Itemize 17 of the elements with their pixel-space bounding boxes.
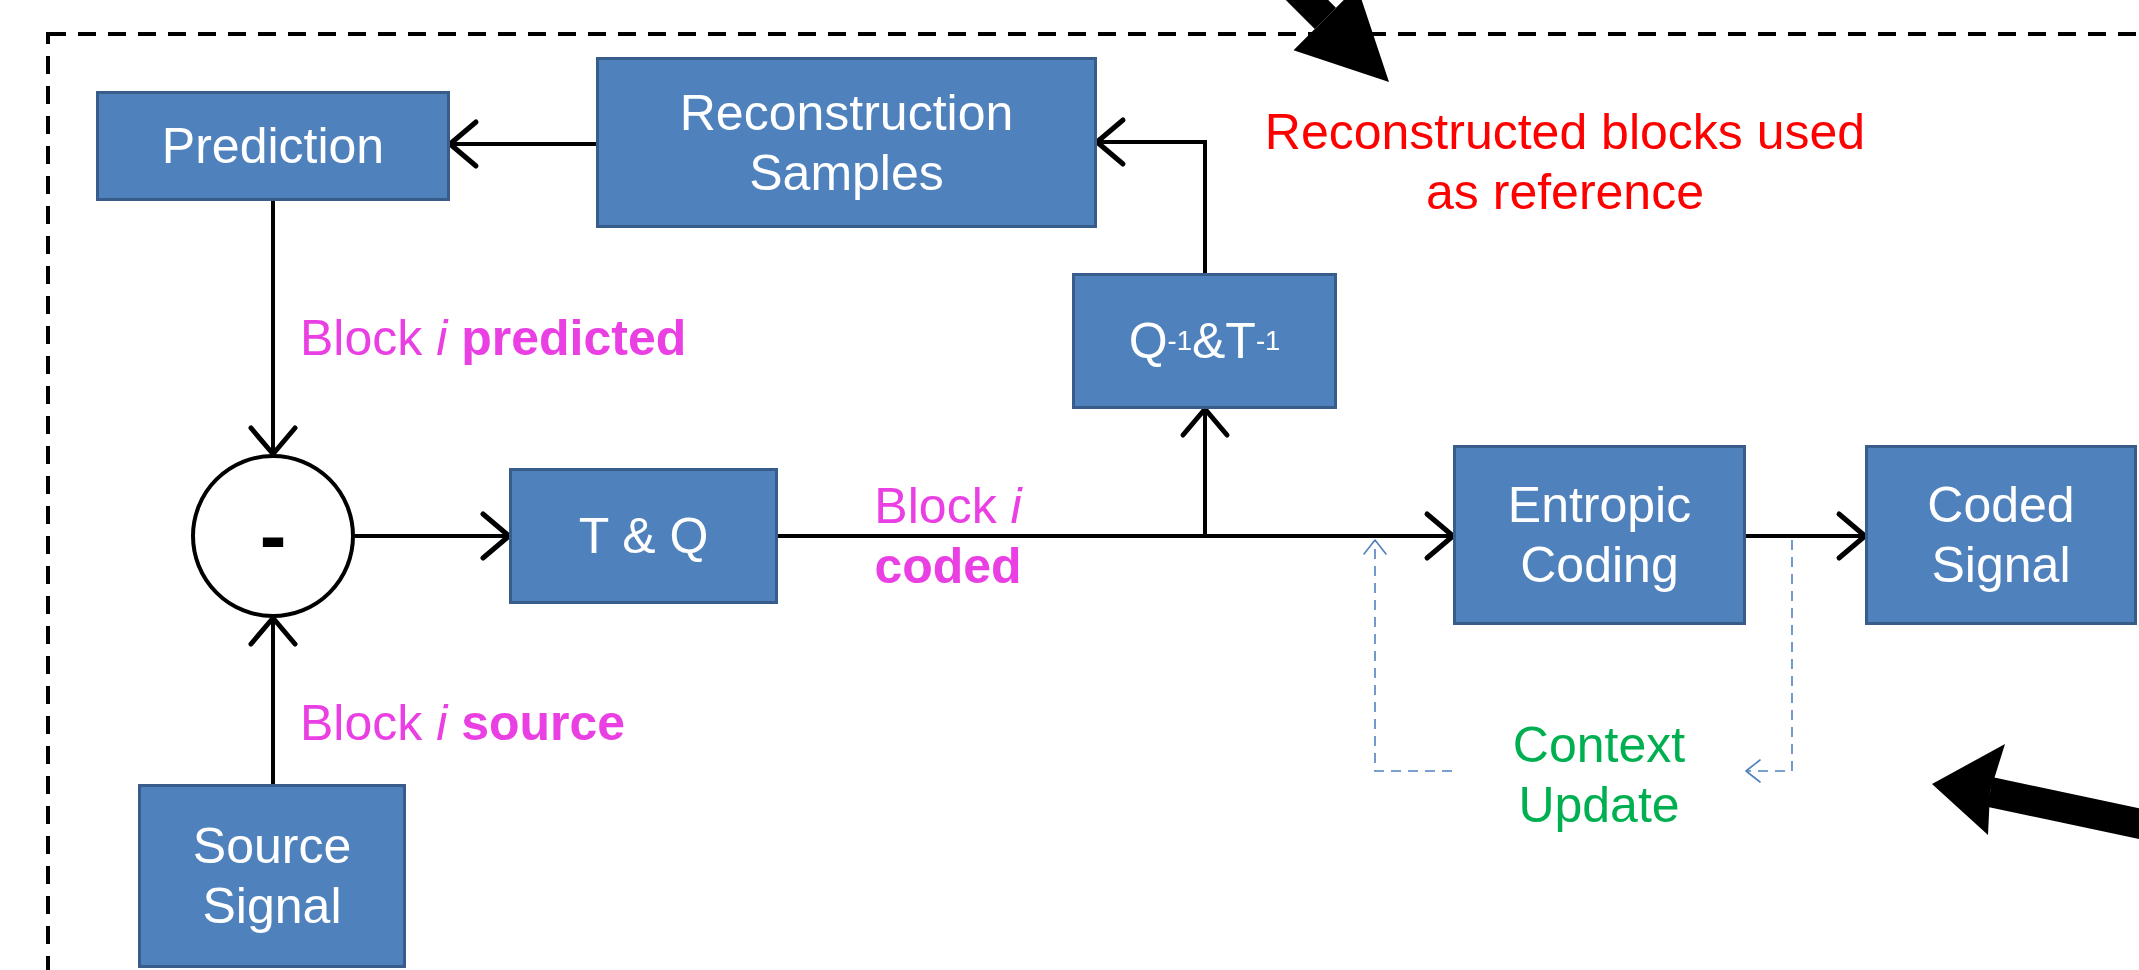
process-box: Coded Signal	[1865, 445, 2137, 625]
edge-label: Block i predicted	[300, 309, 688, 368]
process-box: Q$^{-1}$&T$^{-1}$	[1072, 273, 1337, 409]
process-box: T & Q	[509, 468, 778, 604]
dashed-arrow	[1745, 539, 1793, 783]
dashed-arrow	[1363, 539, 1453, 772]
arrow	[248, 201, 298, 457]
edge-label: Block i source	[300, 694, 627, 753]
process-box: Reconstruction Samples	[596, 57, 1097, 228]
annotation-text: Reconstructed blocks used as reference	[1245, 82, 1885, 242]
process-box: Source Signal	[138, 784, 406, 968]
arrow	[248, 615, 298, 784]
annotation-text: Context Update	[1452, 700, 1746, 850]
process-box: Entropic Coding	[1453, 445, 1746, 625]
edge-label: Block i coded	[873, 477, 1024, 596]
subtractor-circle: -	[191, 454, 355, 618]
process-box: Prediction	[96, 91, 450, 201]
